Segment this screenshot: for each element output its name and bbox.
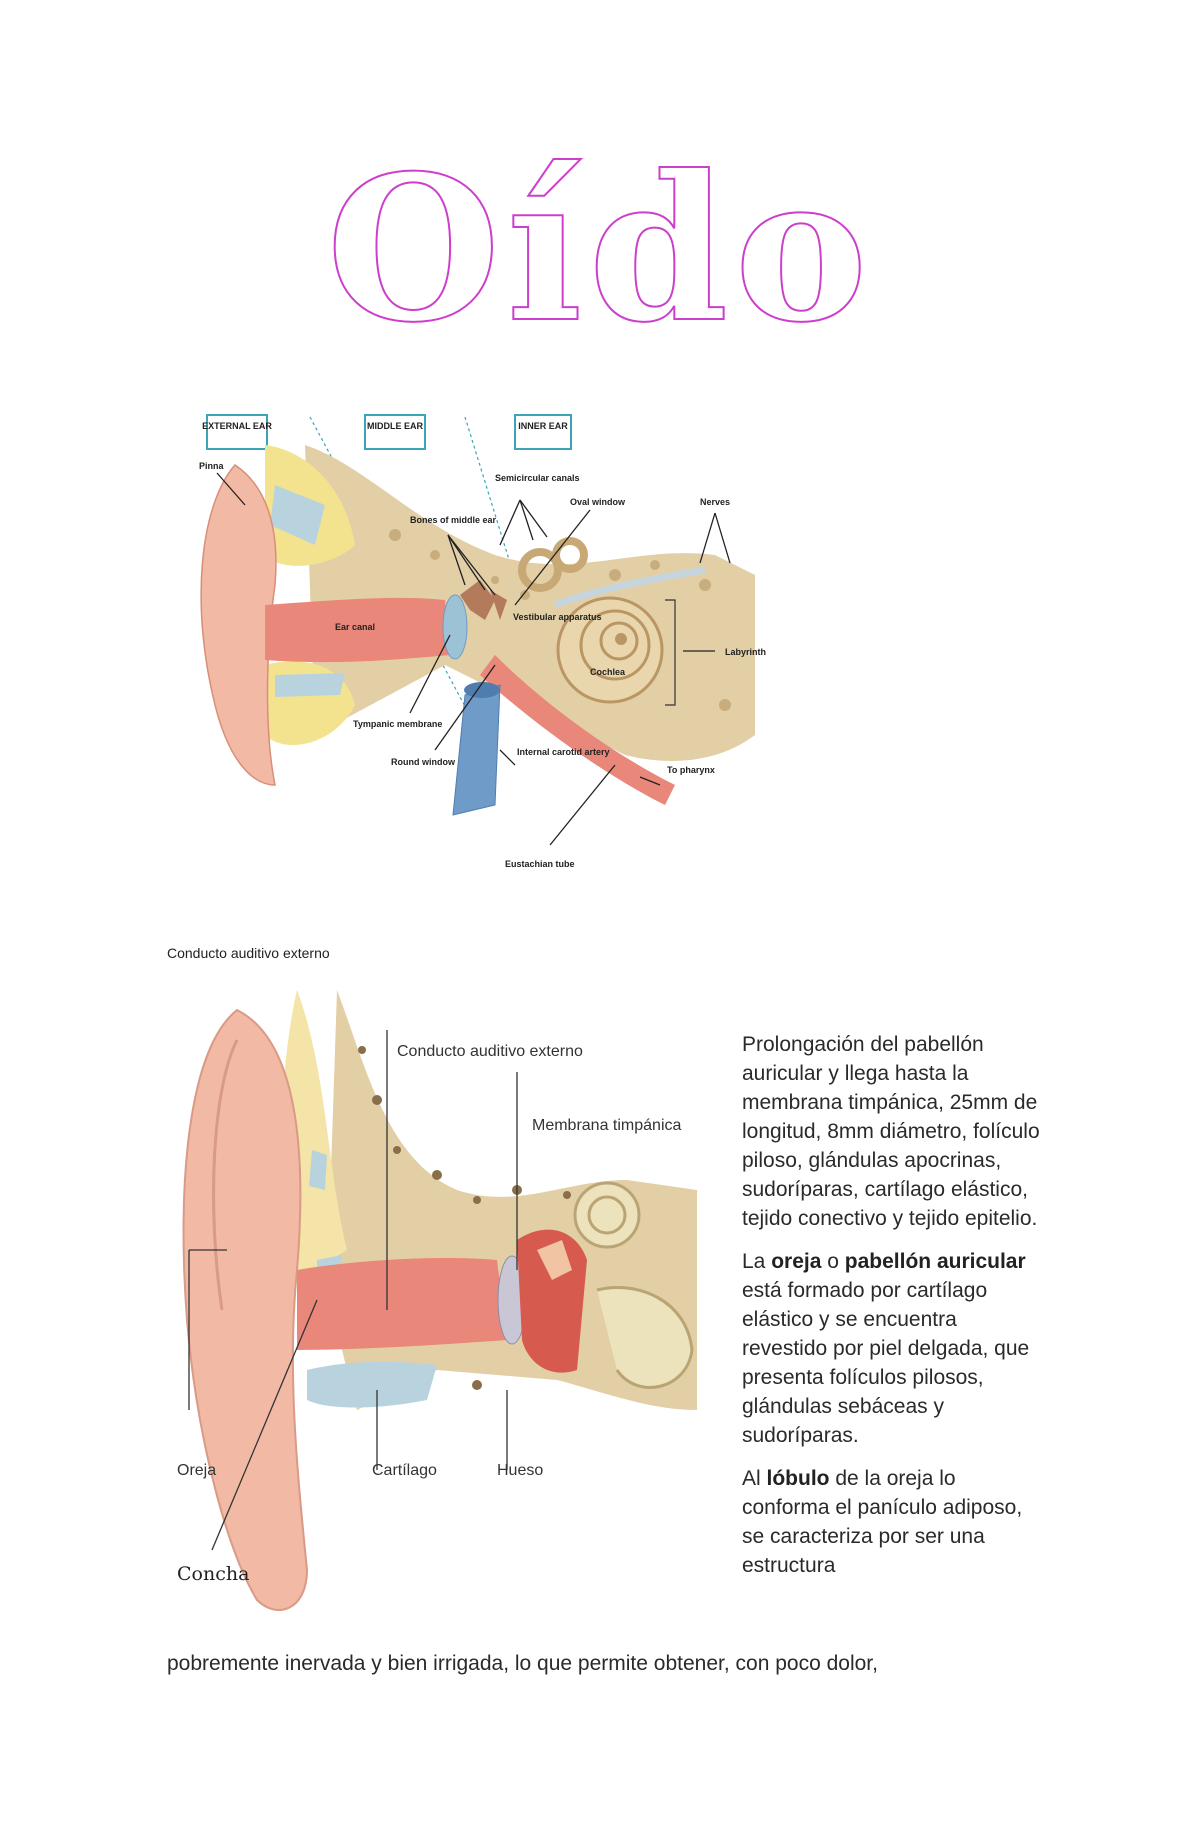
page-title: Oído: [325, 132, 874, 367]
label-round-window: Round window: [391, 757, 456, 767]
label-bones: Bones of middle ear: [410, 515, 497, 525]
paragraph-1: Prolongación del pabellón auricular y ll…: [742, 1033, 1040, 1230]
label-concha: Concha: [177, 1563, 249, 1585]
label-eustachian: Eustachian tube: [505, 859, 575, 869]
cartilage-lower: [307, 1361, 437, 1408]
inner-ear: [573, 1181, 694, 1389]
label-oreja: Oreja: [177, 1462, 216, 1479]
tympanic-membrane: [442, 594, 468, 660]
label-to-pharynx: To pharynx: [667, 765, 715, 775]
label-oval-window: Oval window: [570, 497, 626, 507]
label-semicircular: Semicircular canals: [495, 473, 580, 483]
ear-canal: [297, 1258, 507, 1350]
label-ear-canal: Ear canal: [335, 622, 375, 632]
figure-caption: Conducto auditivo externo: [167, 945, 330, 961]
paragraph-3: Al lóbulo de la oreja lo conforma el pan…: [742, 1467, 1023, 1577]
cartilage-lower: [275, 673, 345, 697]
label-nerves: Nerves: [700, 497, 730, 507]
label-cartilago: Cartílago: [372, 1462, 437, 1479]
eustachian-tube: [480, 655, 675, 805]
ear-anatomy-figure: EXTERNAL EAR MIDDLE EAR INNER EAR: [199, 414, 766, 869]
label-membrana: Membrana timpánica: [532, 1117, 682, 1134]
inner-ear-box: [514, 414, 572, 450]
nerves: [553, 566, 706, 609]
internal-carotid-artery: [452, 684, 501, 816]
middle-ear-label: MIDDLE EAR: [367, 421, 424, 431]
label-carotid: Internal carotid artery: [517, 747, 610, 757]
ossicles: [460, 580, 495, 620]
cochlea: [556, 596, 664, 704]
paragraph-continuation: pobremente inervada y bien irrigada, lo …: [167, 1652, 878, 1675]
middle-ear-box: [364, 414, 426, 450]
external-ear-label: EXTERNAL EAR: [202, 421, 272, 431]
ear-canal: [265, 597, 450, 663]
pinna: [182, 1008, 309, 1611]
label-pinna: Pinna: [199, 461, 224, 471]
external-ear-figure: Conducto auditivo externo Membrana timpá…: [177, 990, 697, 1611]
inner-ear-label: INNER EAR: [518, 421, 568, 431]
label-tympanic: Tympanic membrane: [353, 719, 442, 729]
paragraph-2: La oreja o pabellón auricular está forma…: [742, 1250, 1030, 1447]
label-cochlea: Cochlea: [590, 667, 626, 677]
label-hueso: Hueso: [497, 1462, 543, 1479]
external-ear-box: [206, 414, 268, 450]
pinna: [200, 464, 277, 786]
label-labyrinth: Labyrinth: [725, 647, 766, 657]
label-vestibular: Vestibular apparatus: [513, 612, 602, 622]
cartilage-upper: [270, 485, 325, 545]
label-conducto: Conducto auditivo externo: [397, 1043, 583, 1060]
body-text-column: Prolongación del pabellón auricular y ll…: [742, 1030, 1042, 1594]
